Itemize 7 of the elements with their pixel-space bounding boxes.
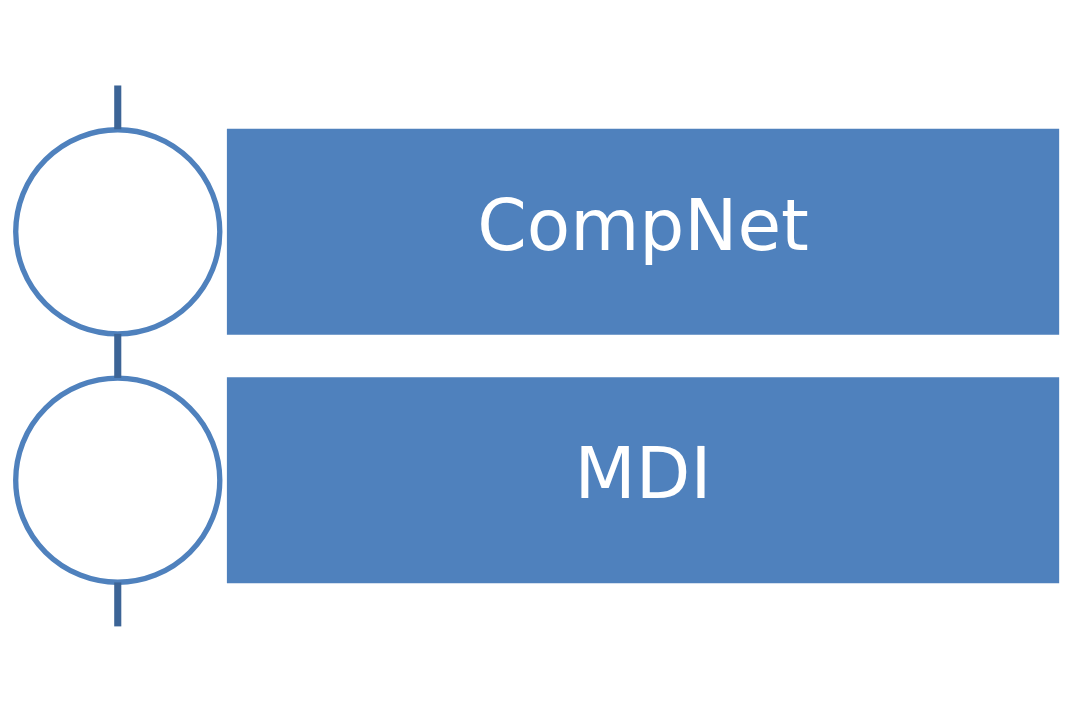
connector bbox=[114, 333, 122, 378]
connector bbox=[114, 85, 122, 129]
node-box: MDI bbox=[226, 376, 1060, 583]
node-circle bbox=[13, 375, 223, 585]
connector bbox=[114, 581, 122, 626]
node-box: CompNet bbox=[226, 128, 1060, 335]
node-circle bbox=[13, 126, 223, 336]
